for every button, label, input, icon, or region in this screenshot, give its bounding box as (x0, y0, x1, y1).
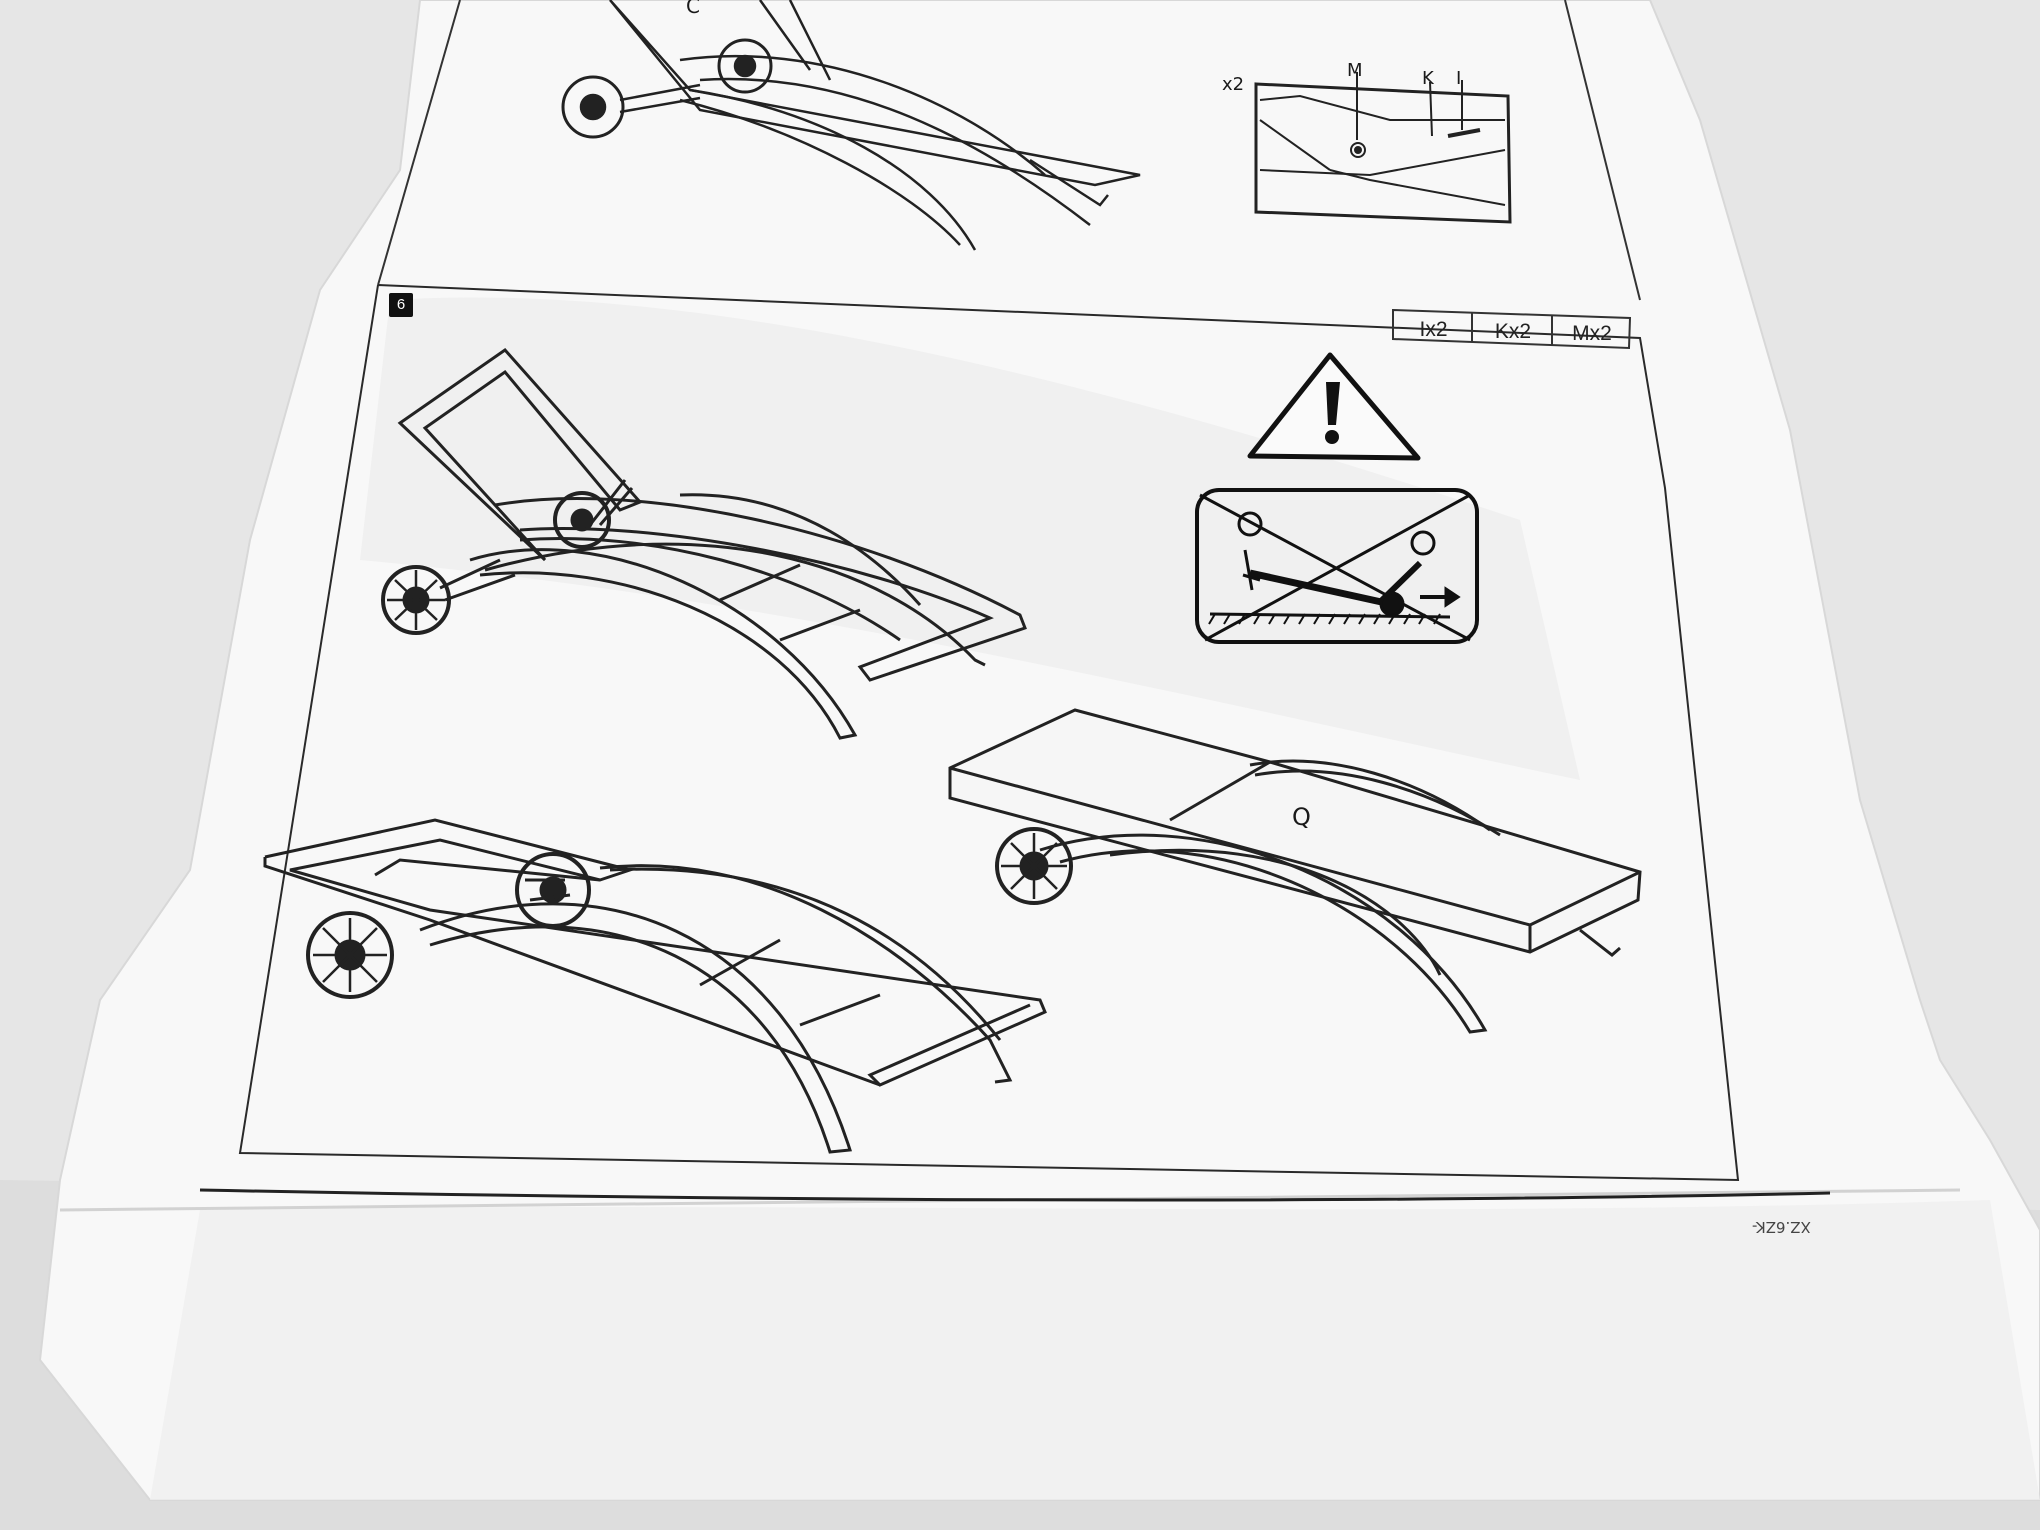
wheel-a-back (553, 491, 611, 549)
step-section-frame (238, 284, 1740, 1182)
wheel-b-back (515, 852, 591, 928)
partial-part-letter: C (686, 0, 700, 18)
callout-i: I (1456, 68, 1462, 89)
parts-cell-m: Mx2 (1572, 322, 1612, 345)
top-section-frame (377, 0, 1641, 301)
top-lounger-illustration (561, 0, 1141, 251)
fastener-detail-box (1254, 72, 1512, 224)
detail-quantity-label: x2 (1222, 74, 1245, 95)
cushion-label: Q (1292, 803, 1311, 831)
prohibited-lifting-icon (1195, 488, 1479, 644)
parts-cell-k: Kx2 (1494, 320, 1532, 343)
top-wheel-front (561, 75, 625, 139)
wheel-b-front (306, 911, 394, 999)
callout-k: K (1422, 68, 1434, 89)
footer-code: XZ.6ZK- (1752, 1218, 1811, 1236)
parts-table (1392, 308, 1632, 350)
warning-triangle-icon (1247, 352, 1421, 461)
lounger-flat-frame-illustration (263, 818, 1047, 1154)
lounger-backrest-raised-illustration (381, 348, 1027, 740)
sheet-bottom-rule (199, 1188, 1831, 1202)
parts-cell-i: Ix2 (1419, 318, 1448, 341)
step-number-badge: 6 (389, 293, 413, 317)
top-wheel-back (717, 38, 773, 94)
callout-m: M (1347, 60, 1363, 81)
wheel-c-front (995, 827, 1073, 905)
lounger-with-cushion-illustration (948, 708, 1642, 1034)
